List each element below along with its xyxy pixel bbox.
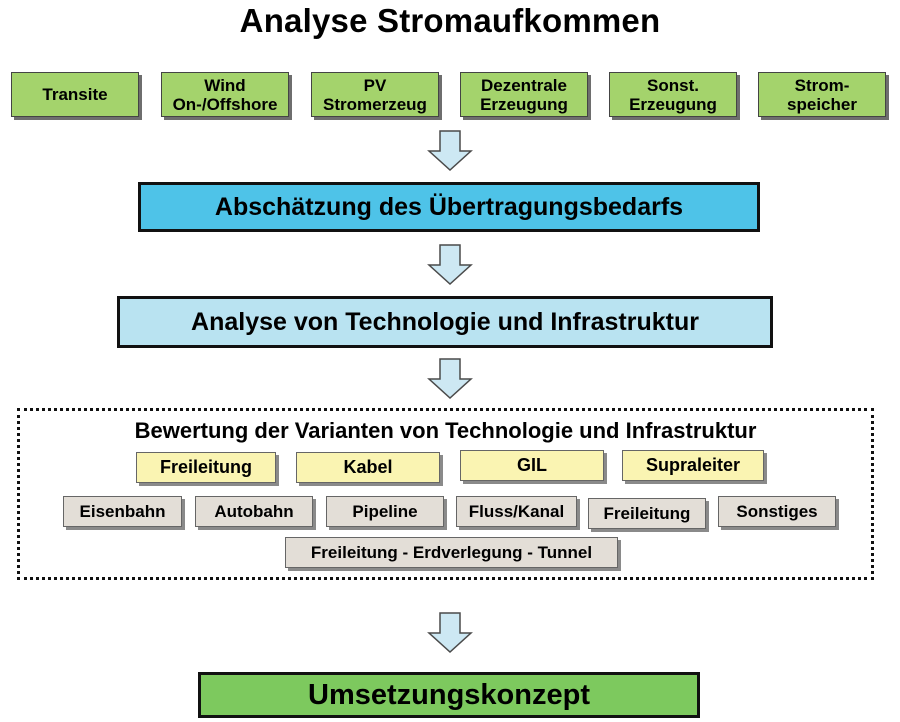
source-label: Erzeugung [480, 94, 568, 114]
source-speicher: Strom-speicher [758, 72, 886, 117]
down-arrow-icon [427, 612, 473, 654]
evaluation-heading: Bewertung der Varianten von Technologie … [134, 418, 757, 443]
technology-kabel: Kabel [296, 452, 440, 483]
source-label: speicher [787, 94, 857, 114]
source-transite: Transite [11, 72, 139, 117]
source-label: Sonst. [647, 75, 699, 95]
infrastructure-autobahn: Autobahn [195, 496, 313, 527]
down-arrow-icon [427, 358, 473, 400]
down-arrow-icon [427, 130, 473, 172]
infrastructure-fluss-kanal: Fluss/Kanal [456, 496, 577, 527]
technology-analysis-step: Analyse von Technologie und Infrastruktu… [117, 296, 773, 348]
technology-gil: GIL [460, 450, 604, 481]
source-label: Wind [204, 75, 246, 95]
source-sonstige: Sonst.Erzeugung [609, 72, 737, 117]
infrastructure-eisenbahn: Eisenbahn [63, 496, 182, 527]
diagram-title: Analyse Stromaufkommen [239, 2, 661, 39]
routing-options: Freileitung - Erdverlegung - Tunnel [285, 537, 618, 568]
source-label: Erzeugung [629, 94, 717, 114]
source-label: PV [363, 75, 387, 95]
source-label: Stromerzeug [323, 94, 427, 114]
down-arrow-icon [427, 244, 473, 286]
source-label: Strom- [794, 75, 850, 95]
infrastructure-sonstiges: Sonstiges [718, 496, 836, 527]
evaluation-container [17, 408, 874, 580]
technology-freileitung: Freileitung [136, 452, 276, 483]
source-label: Transite [42, 85, 108, 104]
transfer-demand-step: Abschätzung des Übertragungsbedarfs [138, 182, 760, 232]
technology-supraleiter: Supraleiter [622, 450, 764, 481]
source-label: Dezentrale [481, 75, 567, 95]
implementation-concept: Umsetzungskonzept [198, 672, 700, 718]
source-label: On-/Offshore [172, 94, 278, 114]
infrastructure-freileitung: Freileitung [588, 498, 706, 529]
infrastructure-pipeline: Pipeline [326, 496, 444, 527]
